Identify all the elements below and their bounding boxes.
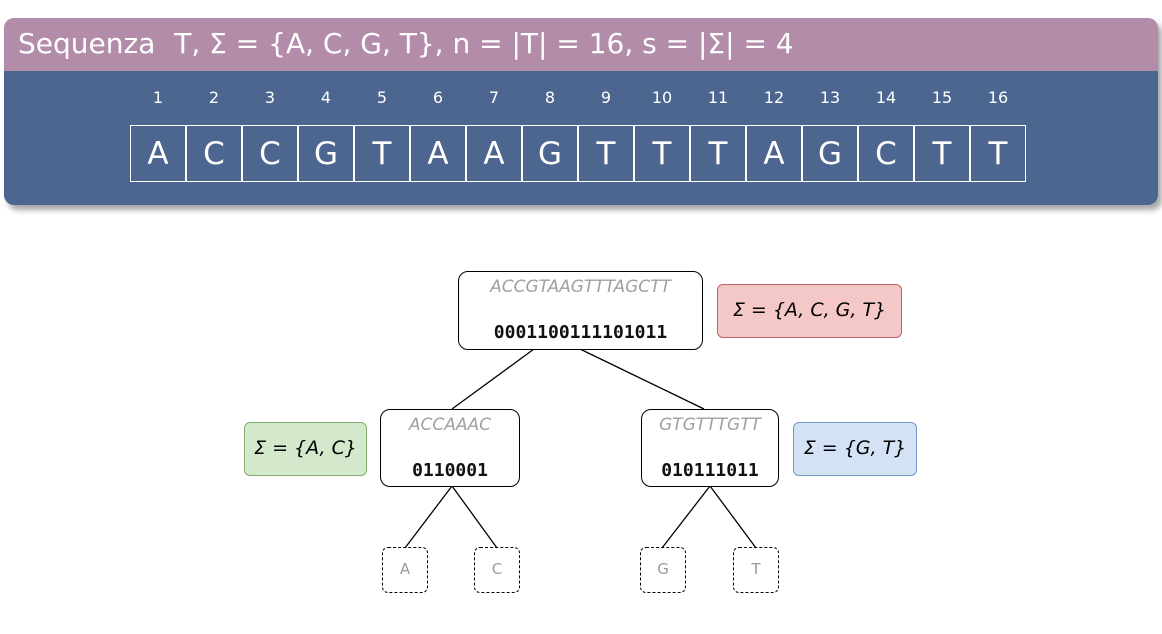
sequence-cell: A [410, 125, 466, 182]
left-alphabet: Σ = {A, C} [244, 422, 367, 476]
right-node: GTGTTTGTT 010111011 [641, 409, 779, 487]
edge-root-left [451, 348, 535, 410]
root-node: ACCGTAAGTTTAGCTT 0001100111101011 [458, 271, 703, 350]
sequence-cell: C [858, 125, 914, 182]
sequence-block: Sequenza T, Σ = {A, C, G, T}, n = |T| = … [4, 18, 1158, 205]
index-label: 4 [320, 88, 332, 107]
index-label: 6 [432, 88, 444, 107]
edge-left-a [404, 485, 453, 549]
index-label: 15 [931, 88, 953, 107]
sequence-cell: T [354, 125, 410, 182]
sequence-cell: G [522, 125, 578, 182]
index-label: 7 [488, 88, 500, 107]
index-label: 13 [819, 88, 841, 107]
sequence-cell: T [914, 125, 970, 182]
left-sequence: ACCAAAC [408, 415, 492, 435]
sequence-cell: T [578, 125, 634, 182]
sequence-cell: G [802, 125, 858, 182]
root-bitvector: 0001100111101011 [493, 322, 668, 343]
leaf-node: C [474, 547, 520, 593]
sequence-cell: T [690, 125, 746, 182]
sequence-cell: A [466, 125, 522, 182]
root-sequence: ACCGTAAGTTTAGCTT [490, 277, 671, 297]
title-math: T, Σ = {A, C, G, T}, n = |T| = 16, s = |… [174, 27, 794, 60]
sequence-cell: G [298, 125, 354, 182]
index-label: 2 [208, 88, 220, 107]
leaf-node: A [382, 547, 428, 593]
index-label: 16 [987, 88, 1009, 107]
index-label: 5 [376, 88, 388, 107]
index-label: 3 [264, 88, 276, 107]
sequence-cell: C [186, 125, 242, 182]
root-alphabet: Σ = {A, C, G, T} [717, 284, 902, 338]
sequence-cell: T [970, 125, 1026, 182]
index-label: 1 [152, 88, 164, 107]
sequence-cell: C [242, 125, 298, 182]
index-label: 9 [600, 88, 612, 107]
index-label: 8 [544, 88, 556, 107]
right-bitvector: 010111011 [661, 460, 759, 481]
index-label: 11 [707, 88, 729, 107]
right-sequence: GTGTTTGTT [659, 415, 761, 435]
block-title: Sequenza T, Σ = {A, C, G, T}, n = |T| = … [18, 27, 794, 60]
edge-left-c [451, 485, 498, 549]
block-body [4, 71, 1158, 205]
index-label: 14 [875, 88, 897, 107]
sequence-cell: T [634, 125, 690, 182]
index-label: 10 [651, 88, 673, 107]
leaf-node: G [640, 547, 686, 593]
title-word: Sequenza [18, 27, 156, 60]
edge-right-g [661, 485, 711, 549]
right-alphabet: Σ = {G, T} [793, 422, 917, 476]
left-node: ACCAAAC 0110001 [380, 409, 520, 487]
edge-right-t [709, 485, 757, 549]
edge-root-right [579, 348, 705, 410]
left-bitvector: 0110001 [412, 460, 488, 481]
index-label: 12 [763, 88, 785, 107]
sequence-cell: A [746, 125, 802, 182]
block-title-bar: Sequenza T, Σ = {A, C, G, T}, n = |T| = … [4, 18, 1158, 71]
sequence-cell: A [130, 125, 186, 182]
leaf-node: T [733, 547, 779, 593]
